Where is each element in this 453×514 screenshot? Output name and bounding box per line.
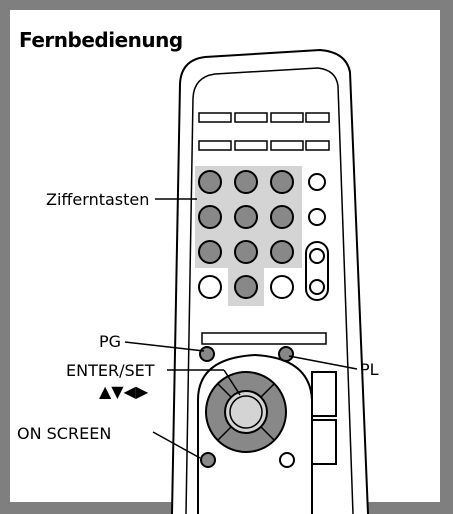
top-key[interactable]: [234, 112, 268, 123]
numeric-key[interactable]: [198, 240, 222, 264]
top-key[interactable]: [234, 140, 268, 151]
direction-dividers: [217, 383, 275, 441]
pl-button[interactable]: [278, 346, 294, 362]
page-title: Fernbedienung: [19, 28, 183, 52]
rocker-key[interactable]: [305, 241, 329, 301]
pg-button[interactable]: [199, 346, 215, 362]
numeric-key[interactable]: [198, 170, 222, 194]
arrow-keys-label: ▲▼◀▶: [99, 382, 149, 401]
pg-label: PG: [99, 332, 122, 351]
numeric-key[interactable]: [270, 240, 294, 264]
on-screen-button[interactable]: [200, 452, 216, 468]
navigation-cluster: [197, 346, 313, 514]
wide-bar-key[interactable]: [201, 332, 327, 345]
top-key[interactable]: [198, 112, 232, 123]
side-key[interactable]: [308, 208, 326, 226]
leader-lines: [124, 198, 358, 459]
top-key[interactable]: [270, 112, 304, 123]
numeric-key[interactable]: [270, 170, 294, 194]
right-lower-key[interactable]: [279, 452, 295, 468]
top-key[interactable]: [305, 112, 330, 123]
numeric-keys-highlight: [195, 166, 302, 306]
side-key[interactable]: [308, 173, 326, 191]
pl-label: PL: [360, 360, 379, 379]
numeric-key[interactable]: [234, 170, 258, 194]
top-key[interactable]: [198, 140, 232, 151]
enter-set-label: ENTER/SET: [66, 361, 155, 380]
numeric-keys-label: Zifferntasten: [46, 190, 150, 209]
top-key[interactable]: [305, 140, 330, 151]
enter-set-button[interactable]: [224, 390, 268, 434]
numeric-key[interactable]: [234, 275, 258, 299]
numeric-keypad: [198, 170, 294, 299]
top-key-rows: [198, 112, 330, 151]
vertical-key[interactable]: [311, 419, 337, 465]
side-key[interactable]: [270, 275, 294, 299]
side-key[interactable]: [198, 275, 222, 299]
numeric-key[interactable]: [270, 205, 294, 229]
top-key[interactable]: [270, 140, 304, 151]
side-keys: [198, 173, 326, 299]
vertical-key[interactable]: [311, 371, 337, 417]
on-screen-label: ON SCREEN: [17, 424, 112, 443]
numeric-key[interactable]: [234, 205, 258, 229]
numeric-key[interactable]: [234, 240, 258, 264]
numeric-key[interactable]: [198, 205, 222, 229]
right-vertical-keys: [311, 371, 337, 465]
